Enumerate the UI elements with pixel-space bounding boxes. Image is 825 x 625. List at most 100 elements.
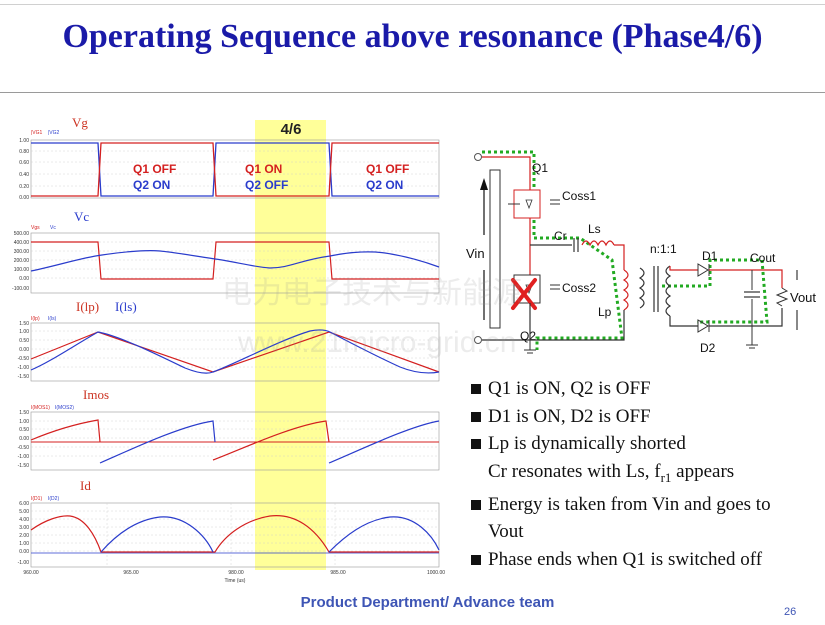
coss2-label: Coss2 <box>562 281 596 295</box>
ground-symbol-primary <box>524 340 536 354</box>
bullet-item: Lp is dynamically shorted <box>470 430 820 458</box>
imos-ytick: 0.00 <box>19 436 29 442</box>
vc-red-trace <box>31 241 439 280</box>
vg-frame <box>30 139 440 199</box>
imos-red-trace <box>30 419 330 461</box>
vc-ytick: 300.00 <box>14 249 30 255</box>
ilp-grid <box>31 330 439 368</box>
vg-panel: Vg |VG1 |VG2 1.00 0.80 0.60 0.40 0.20 0.… <box>19 115 440 201</box>
id-title: Id <box>80 478 91 493</box>
vg-ytick: 0.20 <box>19 184 29 190</box>
page-number: 26 <box>784 606 797 618</box>
waveform-plots: 4/6 Vg |VG1 |VG2 1.00 0.80 0.60 0.40 0.2… <box>12 115 446 584</box>
id-xlabel: Time (us) <box>225 578 246 584</box>
imos-title: Imos <box>83 387 109 402</box>
ilp-yticks: 1.50 1.00 0.50 0.00 -0.50 -1.00 -1.50 <box>18 321 30 380</box>
imos-legend-2: I(MOS2) <box>55 405 74 411</box>
id-ytick: 4.00 <box>19 517 29 523</box>
imos-frame <box>30 411 440 471</box>
transformer-primary <box>638 267 645 309</box>
id-xtick: 965.00 <box>123 570 139 576</box>
id-panel: Id I(D1) I(D2) 6.00 5.00 4.00 3.00 2.00 … <box>18 478 446 584</box>
vin-source <box>489 169 501 329</box>
cr-label: Cr <box>554 229 567 243</box>
coss1-label: Coss1 <box>562 189 596 203</box>
imos-ytick: -1.00 <box>18 454 30 460</box>
id-ytick: 1.00 <box>19 541 29 547</box>
vout-label: Vout <box>790 290 816 305</box>
vc-ytick: 200.00 <box>14 258 30 264</box>
ground-symbol-secondary <box>746 326 758 349</box>
bullet-item: Q1 is ON, Q2 is OFF <box>470 375 820 403</box>
vg-label-q2-on-1: Q2 ON <box>133 178 170 192</box>
vc-yticks: 500.00 400.00 300.00 200.00 100.00 0.00 … <box>12 231 29 292</box>
vg-legend-2: |VG2 <box>48 130 60 136</box>
bullet-continuation: Cr resonates with Ls, fr1 appears <box>488 460 735 485</box>
imos-ytick: -1.50 <box>18 463 30 469</box>
vg-ytick: 0.40 <box>19 172 29 178</box>
id-xtick: 985.00 <box>330 570 346 576</box>
ilp-panel: I(lp) I(ls) I(lp) I(ls) 1.50 1.00 0.50 0… <box>18 299 440 382</box>
lp-bottom-wire <box>530 310 625 341</box>
phase-label: 4/6 <box>281 121 302 138</box>
d2-wire <box>669 316 698 327</box>
vin-top-terminal <box>474 153 482 161</box>
imos-ytick: 0.50 <box>19 427 29 433</box>
vc-title: Vc <box>74 209 89 224</box>
vg-ytick: 1.00 <box>19 138 29 144</box>
ilp-ytick: 1.00 <box>19 329 29 335</box>
output-bottom-rail <box>709 308 783 327</box>
id-xticks: 960.00 965.00 980.00 985.00 1000.00 <box>23 570 445 576</box>
vc-panel: Vc Vgs Vc 500.00 400.00 300.00 200.00 10… <box>12 209 440 294</box>
imos-yticks: 1.50 1.00 0.50 0.00 -0.50 -1.00 -1.50 <box>18 410 30 469</box>
imos-panel: Imos I(MOS1) I(MOS2) 1.50 1.00 0.50 0.00… <box>18 387 440 471</box>
d1-label: D1 <box>702 249 718 263</box>
lp-label: Lp <box>598 305 612 319</box>
vin-label: Vin <box>466 246 485 261</box>
top-rail <box>482 156 531 190</box>
id-grid <box>31 503 439 567</box>
ilp-frame <box>30 322 440 382</box>
title-divider <box>0 92 825 93</box>
id-xtick: 960.00 <box>23 570 39 576</box>
vc-ytick: 500.00 <box>14 231 30 237</box>
vg-ytick: 0.00 <box>19 195 29 201</box>
bullet-item: Phase ends when Q1 is switched off <box>470 546 820 574</box>
footer-text: Product Department/ Advance team <box>300 594 555 611</box>
ilp-legend-2: I(ls) <box>48 316 57 322</box>
d2-diode <box>697 319 709 333</box>
ilp-ytick: -1.00 <box>18 365 30 371</box>
top-border <box>0 4 825 5</box>
imos-legend-1: I(MOS1) <box>31 405 50 411</box>
q1-label: Q1 <box>532 161 548 175</box>
vg-red-trace <box>31 142 439 197</box>
id-ytick: 5.00 <box>19 509 29 515</box>
id-yticks: 6.00 5.00 4.00 3.00 2.00 1.00 0.00 -1.00 <box>18 501 30 566</box>
bullet-item: D1 is ON, D2 is OFF <box>470 403 820 431</box>
vg-ytick: 0.60 <box>19 160 29 166</box>
ilp-ytick: 1.50 <box>19 321 29 327</box>
vc-ytick: 0.00 <box>19 276 29 282</box>
output-top-rail <box>709 269 783 288</box>
imos-ytick: -0.50 <box>18 445 30 451</box>
vg-ytick: 0.80 <box>19 149 29 155</box>
ratio-label: n:1:1 <box>650 242 677 256</box>
id-legend-1: I(D1) <box>31 496 42 502</box>
imos-ytick: 1.00 <box>19 419 29 425</box>
id-xtick: 980.00 <box>228 570 244 576</box>
vc-blue-trace <box>30 250 440 272</box>
energy-path <box>482 150 624 350</box>
ilp-ytick: -0.50 <box>18 356 30 362</box>
output-path <box>662 258 769 324</box>
transformer-secondary <box>665 265 672 317</box>
slide-title: Operating Sequence above resonance (Phas… <box>62 18 763 55</box>
vg-label-q1-on: Q1 ON <box>245 162 282 176</box>
ilp-legend-1: I(lp) <box>31 316 40 322</box>
ilp-ytick: 0.00 <box>19 347 29 353</box>
cout-label: Cout <box>750 251 776 265</box>
ilp-title-1: I(lp) <box>76 299 99 314</box>
vg-yticks: 1.00 0.80 0.60 0.40 0.20 0.00 <box>19 138 29 201</box>
ls-inductor <box>581 240 615 247</box>
vc-frame <box>30 232 440 294</box>
q1-diode <box>525 199 533 210</box>
